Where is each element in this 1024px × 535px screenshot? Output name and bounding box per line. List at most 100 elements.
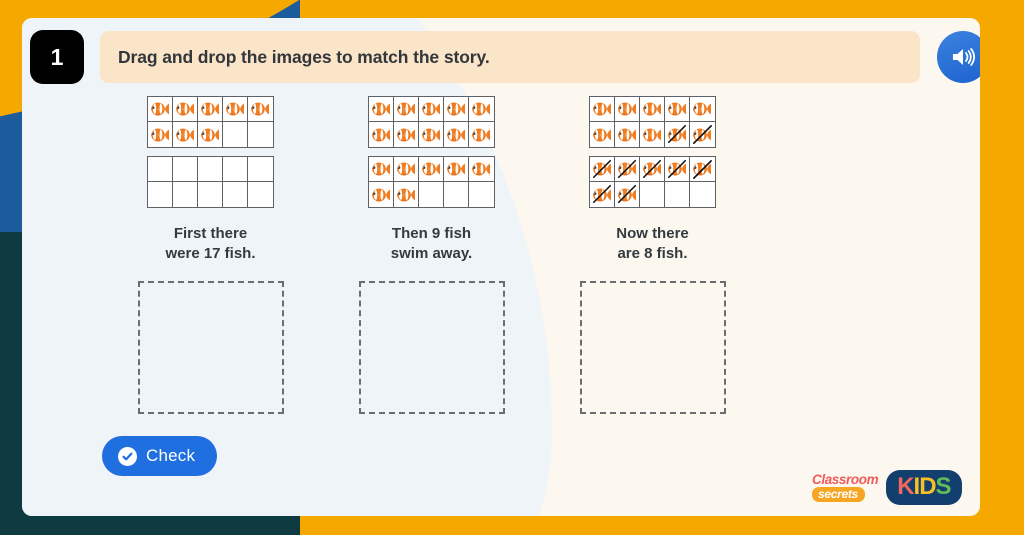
- ten-frame-cell: [690, 122, 715, 147]
- clownfish-icon: [642, 128, 661, 141]
- fish-counter: [224, 98, 246, 120]
- fish-counter: [616, 183, 638, 206]
- fish-counter: [149, 98, 171, 120]
- ten-frame-cell: [173, 182, 198, 207]
- check-button[interactable]: Check: [102, 436, 218, 476]
- ten-frame-cell: [198, 122, 223, 147]
- clownfish-icon: [592, 188, 611, 201]
- fish-counter: [149, 123, 171, 146]
- fish-counter: [666, 123, 688, 146]
- fish-counter: [395, 158, 417, 180]
- ten-frame-cell: [394, 122, 419, 147]
- clownfish-icon: [225, 102, 244, 116]
- clownfish-icon: [667, 162, 686, 176]
- ten-frame-cell: [223, 157, 248, 182]
- ten-frame-cell: [665, 182, 690, 207]
- fish-counter: [641, 123, 663, 146]
- ten-frame-cell: [198, 157, 223, 182]
- clownfish-icon: [200, 102, 219, 116]
- fish-counter: [666, 98, 688, 120]
- fish-counter: [445, 123, 467, 146]
- ten-frame-cell: [444, 157, 469, 182]
- ten-frame-cell: [665, 157, 690, 182]
- ten-frame-cell: [640, 182, 665, 207]
- ten-frame-cell: [394, 97, 419, 122]
- fish-counter: [641, 158, 663, 180]
- fish-counter: [591, 123, 613, 146]
- clownfish-icon: [421, 102, 440, 116]
- kids-letter-s: S: [935, 473, 952, 500]
- fish-counter: [395, 98, 417, 120]
- ten-frame-cell: [615, 182, 640, 207]
- drop-zone-then[interactable]: [358, 280, 505, 414]
- ten-frame: [147, 96, 274, 148]
- ten-frame-cell: [419, 182, 444, 207]
- ten-frame-cell: [223, 122, 248, 147]
- kids-letter-i: I: [913, 473, 921, 500]
- clownfish-icon: [472, 128, 490, 141]
- speaker-icon: [953, 48, 975, 66]
- clownfish-icon: [642, 102, 661, 116]
- fish-counter: [445, 98, 467, 120]
- clownfish-icon: [150, 102, 169, 116]
- clownfish-icon: [200, 128, 219, 141]
- story-column-then: Then 9 fish swim away.: [321, 96, 542, 414]
- story-caption-now: Now there are 8 fish.: [616, 224, 689, 265]
- clownfish-icon: [421, 128, 440, 141]
- clownfish-icon: [617, 102, 636, 116]
- question-number-badge: 1: [30, 30, 84, 84]
- clownfish-icon: [617, 162, 636, 176]
- ten-frame-cell: [148, 122, 173, 147]
- ten-frame-cell: [640, 157, 665, 182]
- drop-zone-first[interactable]: [137, 280, 284, 414]
- ten-frame-cell: [148, 157, 173, 182]
- ten-frame-cell: [615, 97, 640, 122]
- fish-counter: [591, 98, 613, 120]
- story-columns: First there were 17 fish. Then 9 fish sw…: [22, 96, 980, 414]
- ten-frame-cell: [444, 122, 469, 147]
- ten-frame-cell: [173, 122, 198, 147]
- caption-line-1: Then 9 fish: [391, 225, 472, 242]
- classroom-secrets-top: Classroom: [812, 471, 879, 487]
- question-number: 1: [50, 43, 64, 70]
- activity-card: 1 Drag and drop the images to match the …: [22, 18, 980, 516]
- ten-frame-cell: [640, 122, 665, 147]
- ten-frame-cell: [690, 157, 715, 182]
- ten-frame-cell: [223, 182, 248, 207]
- fish-counter: [199, 98, 221, 120]
- ten-frame-cell: [590, 157, 615, 182]
- clownfish-icon: [472, 102, 490, 116]
- caption-line-1: First there: [173, 225, 248, 242]
- clownfish-icon: [592, 162, 611, 176]
- clownfish-icon: [667, 128, 686, 141]
- caption-line-2: were 17 fish.: [165, 245, 256, 263]
- ten-frame-cell: [690, 97, 715, 122]
- fish-counter: [370, 183, 392, 206]
- fish-counter: [591, 183, 613, 206]
- drop-zone-now[interactable]: [579, 280, 726, 414]
- audio-play-button[interactable]: [937, 31, 980, 83]
- ten-frame-cell: [444, 97, 469, 122]
- ten-frame: [368, 96, 495, 148]
- check-circle-icon: [118, 446, 137, 466]
- clownfish-icon: [371, 128, 390, 141]
- ten-frame-cell: [173, 97, 198, 122]
- clownfish-icon: [421, 162, 440, 176]
- ten-frame-cell: [248, 122, 273, 147]
- ten-frame-cell: [248, 157, 273, 182]
- ten-frame-cell: [615, 157, 640, 182]
- clownfish-icon: [693, 102, 711, 116]
- ten-frame-cell: [223, 97, 248, 122]
- fish-counter: [249, 98, 272, 120]
- fish-counter: [420, 158, 442, 180]
- clownfish-icon: [693, 162, 711, 176]
- kids-letter-d: D: [919, 473, 936, 500]
- story-caption-then: Then 9 fish swim away.: [391, 224, 472, 265]
- ten-frame-cell: [248, 182, 273, 207]
- check-button-label: Check: [146, 446, 196, 465]
- clownfish-icon: [396, 162, 415, 176]
- story-caption-first: First there were 17 fish.: [165, 224, 255, 265]
- clownfish-icon: [667, 102, 686, 116]
- ten-frame-cell: [590, 97, 615, 122]
